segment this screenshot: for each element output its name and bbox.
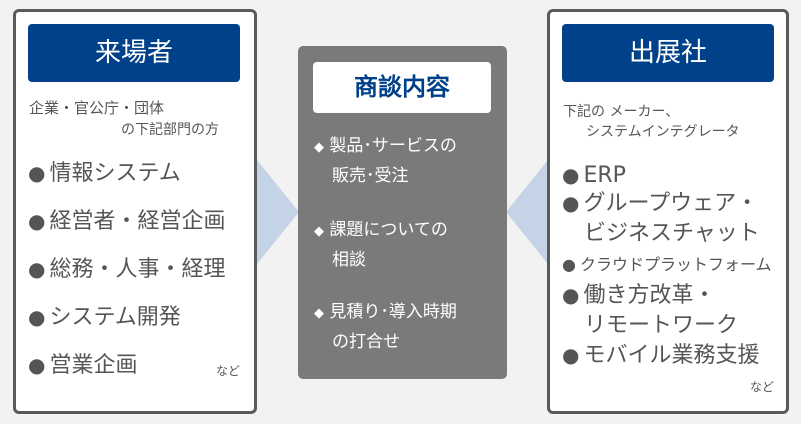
diamond-icon: ◆ bbox=[314, 306, 324, 321]
negotiation-item: ◆ 見積り･導入時期の打合せ bbox=[314, 298, 457, 357]
bullet-icon: ● bbox=[28, 161, 46, 185]
item-line: 販売･受注 bbox=[332, 166, 409, 186]
visitor-item: ●システム開発 bbox=[28, 302, 181, 333]
item-line: 相談 bbox=[332, 250, 366, 270]
negotiation-item: ◆ 課題についての相談 bbox=[314, 216, 448, 275]
bullet-icon: ● bbox=[562, 191, 580, 215]
visitor-item: ●総務・人事・経理 bbox=[28, 254, 225, 285]
exhibitor-item: ●ERP bbox=[562, 160, 626, 191]
item-line: 製品･サービスの bbox=[329, 136, 457, 156]
diamond-icon: ◆ bbox=[314, 140, 324, 155]
item-label: グループウェア・ bbox=[583, 191, 759, 216]
item-label: 経営者・経営企画 bbox=[49, 209, 226, 234]
item-label: システム開発 bbox=[49, 305, 181, 330]
exhibitors-panel: 出展社 下記の メーカー、 システムインテグレータ ●ERP ●グループウェア・… bbox=[547, 9, 789, 414]
bullet-icon: ● bbox=[562, 343, 580, 367]
visitor-item: ●営業企画 bbox=[28, 350, 137, 381]
bullet-icon: ● bbox=[28, 257, 46, 281]
exhibitor-item: ●クラウドプラットフォーム bbox=[562, 250, 772, 280]
negotiation-item: ◆ 製品･サービスの販売･受注 bbox=[314, 132, 457, 191]
item-label: クラウドプラットフォーム bbox=[579, 255, 772, 274]
bullet-icon: ● bbox=[562, 163, 580, 187]
bullet-icon: ● bbox=[28, 209, 46, 233]
bullet-icon: ● bbox=[28, 353, 46, 377]
visitor-item: ●経営者・経営企画 bbox=[28, 206, 225, 237]
negotiation-panel: 商談内容 ◆ 製品･サービスの販売･受注 ◆ 課題についての相談 ◆ 見積り･導… bbox=[298, 46, 507, 379]
visitors-sub1: 企業・官公庁・団体 bbox=[29, 99, 165, 117]
item-label: 働き方改革・ bbox=[583, 283, 716, 308]
etc-label: など bbox=[750, 380, 775, 394]
bullet-icon: ● bbox=[562, 255, 576, 274]
item-label: モバイル業務支援 bbox=[583, 343, 760, 368]
item-line: の打合せ bbox=[332, 332, 400, 352]
arrow-left-to-center bbox=[257, 160, 299, 264]
arrow-right-to-center bbox=[506, 160, 548, 264]
bullet-icon: ● bbox=[28, 305, 46, 329]
item-label: リモートワーク bbox=[584, 313, 739, 338]
item-label: ERP bbox=[583, 163, 626, 188]
item-label: ビジネスチャット bbox=[584, 221, 760, 246]
visitors-sub2: の下記部門の方 bbox=[121, 122, 219, 138]
exhibitors-title: 出展社 bbox=[562, 24, 774, 82]
item-line: 課題についての bbox=[329, 220, 448, 240]
visitors-title: 来場者 bbox=[28, 24, 240, 82]
exhibitors-sub2: システムインテグレータ bbox=[586, 124, 740, 140]
exhibitor-item: ●モバイル業務支援 bbox=[562, 340, 759, 371]
exhibitors-sub1: 下記の メーカー、 bbox=[563, 104, 680, 120]
visitors-panel: 来場者 企業・官公庁・団体 の下記部門の方 ●情報システム ●経営者・経営企画 … bbox=[13, 9, 257, 414]
bullet-icon: ● bbox=[562, 283, 580, 307]
exhibitor-item: ●グループウェア・ビジネスチャット bbox=[562, 188, 760, 249]
item-line: 見積り･導入時期 bbox=[329, 302, 457, 322]
item-label: 情報システム bbox=[49, 161, 181, 186]
item-label: 営業企画 bbox=[49, 353, 138, 378]
visitor-item: ●情報システム bbox=[28, 158, 181, 189]
etc-label: など bbox=[216, 364, 241, 378]
item-label: 総務・人事・経理 bbox=[49, 257, 226, 282]
negotiation-title: 商談内容 bbox=[313, 62, 491, 113]
exhibitor-item: ●働き方改革・リモートワーク bbox=[562, 280, 738, 341]
diamond-icon: ◆ bbox=[314, 224, 324, 239]
